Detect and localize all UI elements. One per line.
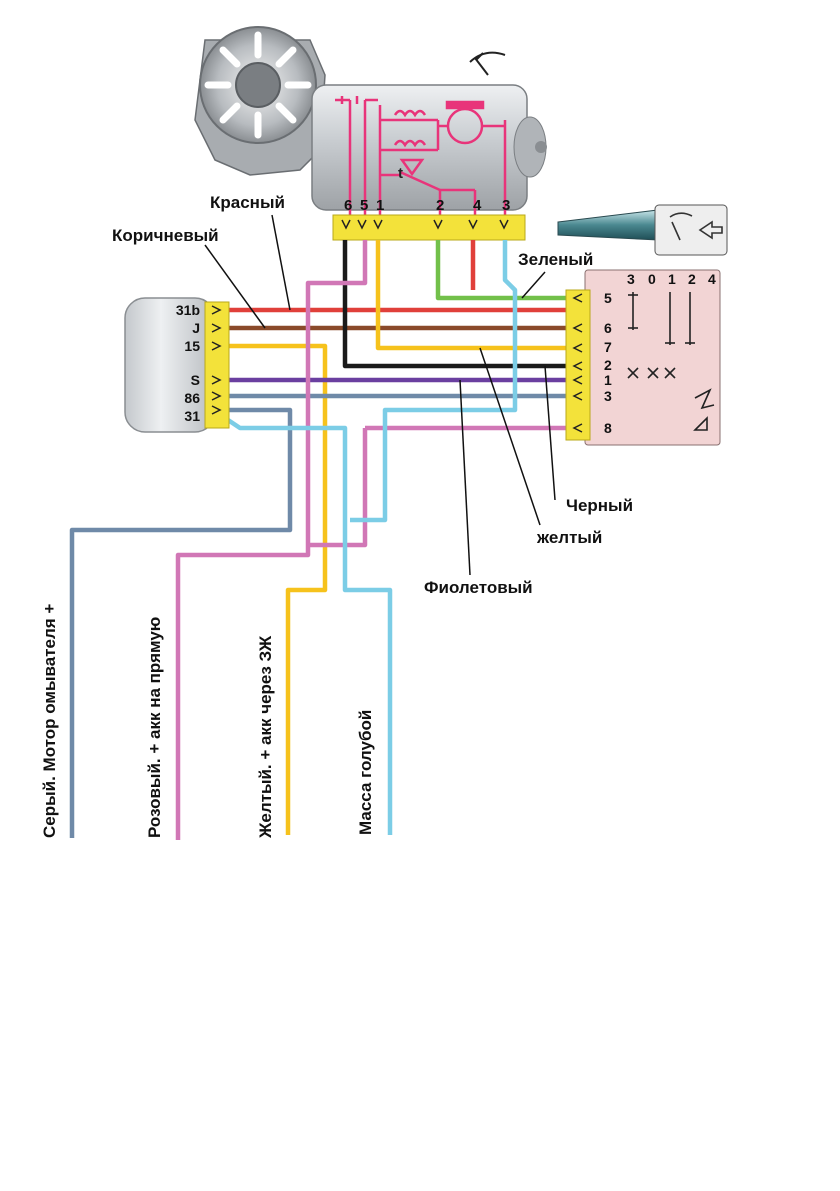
label-brown-wire: Коричневый bbox=[112, 226, 219, 245]
wiper-relay: 31b J 15 S 86 31 bbox=[124, 297, 230, 433]
wire-pink-link bbox=[308, 428, 368, 548]
motor-circuit bbox=[335, 96, 507, 215]
switch-terminals bbox=[572, 293, 583, 433]
motor-pin-1: 1 bbox=[376, 197, 384, 214]
label-red-wire: Красный bbox=[210, 193, 285, 212]
motor-pin-5: 5 bbox=[360, 197, 368, 214]
wiper-motor: t 6 5 1 2 4 3 bbox=[194, 26, 547, 241]
relay-pin-86: 86 bbox=[184, 390, 200, 406]
relay-pin-15: 15 bbox=[184, 338, 200, 354]
wire-blue-motor bbox=[350, 240, 518, 523]
wiper-icon bbox=[469, 51, 506, 76]
label-yellow-wire: желтый bbox=[537, 528, 603, 547]
stalk-switch: 3 0 1 2 4 5 6 7 2 1 bbox=[557, 204, 728, 446]
switch-pos-0: 0 bbox=[648, 271, 656, 287]
switch-connector bbox=[565, 289, 591, 441]
switch-pin-3: 3 bbox=[604, 388, 612, 404]
label-green-wire: Зеленый bbox=[518, 250, 594, 269]
label-output-blue: Масса голубой bbox=[356, 709, 375, 835]
motor-pin-6: 6 bbox=[344, 197, 352, 214]
relay-pin-31b: 31b bbox=[176, 302, 200, 318]
label-black-wire: Черный bbox=[566, 496, 634, 515]
switch-pin-6: 6 bbox=[604, 320, 612, 336]
switch-pos-2: 2 bbox=[688, 271, 696, 287]
wire-yellow-motor bbox=[375, 240, 568, 351]
wire-pink-output bbox=[175, 240, 368, 840]
motor-pin-3: 3 bbox=[502, 197, 510, 214]
wires bbox=[69, 240, 568, 840]
relay-pin-labels: 31b J 15 S 86 31 bbox=[176, 302, 200, 424]
motor-pin-4: 4 bbox=[473, 197, 482, 214]
switch-contacts bbox=[627, 292, 715, 431]
gear-spokes bbox=[204, 31, 312, 139]
switch-position-labels: 3 0 1 2 4 bbox=[627, 271, 716, 287]
label-output-pink: Розовый. + акк на прямую bbox=[145, 616, 164, 838]
switch-pin-1: 1 bbox=[604, 372, 612, 388]
motor-connector-pins bbox=[341, 219, 509, 230]
wire-green bbox=[435, 240, 568, 301]
wire-yellow-output bbox=[228, 343, 328, 835]
relay-pin-31: 31 bbox=[184, 408, 200, 424]
switch-pin-5: 5 bbox=[604, 290, 612, 306]
motor-pin-labels: 6 5 1 2 4 3 bbox=[344, 197, 510, 214]
relay-pin-j: J bbox=[192, 320, 200, 336]
label-violet-wire: Фиолетовый bbox=[424, 578, 533, 597]
switch-pos-1: 1 bbox=[668, 271, 676, 287]
label-output-yellow: Желтый. + акк через ЗЖ bbox=[256, 635, 275, 838]
relay-connector bbox=[204, 301, 230, 429]
wire-blue-output bbox=[226, 418, 393, 835]
relay-terminals bbox=[211, 305, 222, 415]
switch-pin-7: 7 bbox=[604, 339, 612, 355]
switch-pos-3: 3 bbox=[627, 271, 635, 287]
switch-pin-labels: 5 6 7 2 1 3 8 bbox=[604, 290, 612, 436]
label-leaders bbox=[204, 214, 556, 576]
wire-grey-output bbox=[69, 407, 293, 838]
motor-connector bbox=[332, 214, 526, 241]
switch-pin-2: 2 bbox=[604, 357, 612, 373]
wiper-washer-icon bbox=[654, 204, 728, 256]
motor-body bbox=[311, 84, 528, 211]
thermal-fuse-label: t bbox=[398, 165, 403, 182]
switch-pos-4: 4 bbox=[708, 271, 716, 287]
motor-pin-2: 2 bbox=[436, 197, 444, 214]
switch-pin-8: 8 bbox=[604, 420, 612, 436]
relay-pin-s: S bbox=[191, 372, 200, 388]
label-output-grey: Серый. Мотор омывателя + bbox=[40, 603, 59, 838]
